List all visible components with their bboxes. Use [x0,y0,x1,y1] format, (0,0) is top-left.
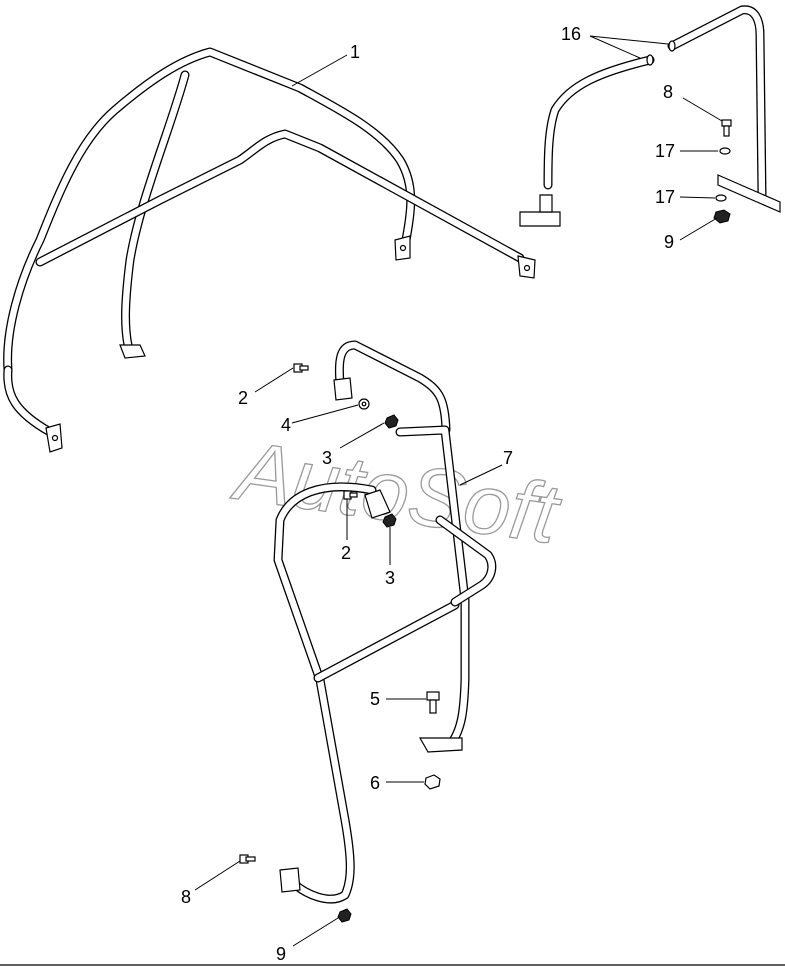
callout-2: 2 [341,543,351,563]
callout-17: 17 [655,141,675,161]
rear-frame-tab-mid [364,489,391,519]
callout-8: 8 [181,887,191,907]
callout-6: 6 [370,773,380,793]
callout-3: 3 [322,448,332,468]
callout-17: 17 [655,187,675,207]
nut-icon [384,414,399,429]
callout-9: 9 [276,944,286,964]
hardware [239,119,732,923]
bolt-icon [426,691,440,714]
callout-7: 7 [503,448,513,468]
callout-16: 16 [561,24,581,44]
callout-2: 2 [238,388,248,408]
rear-frame-foot-right [418,737,463,753]
callout-4: 4 [281,415,291,435]
bolt-icon [721,119,732,137]
nut-icon [382,513,397,528]
callout-8: 8 [663,82,673,102]
tube-base-plate-left [519,211,561,227]
callout-9: 9 [664,232,674,252]
rear-frame-part-7 [273,340,497,904]
washer-icon [715,194,727,202]
roll-frame-part-1 [3,47,536,453]
bolt-icon [239,854,256,864]
washer-icon [719,147,731,155]
nut-icon [424,774,441,790]
nut-icon [337,908,352,923]
frame-mount-tab-center [119,344,146,359]
bolt-icon [293,363,309,373]
rear-frame-foot-left [279,867,301,893]
bent-tube-part-16 [519,5,781,227]
callout-5: 5 [370,689,380,709]
callout-labels: 1 16 8 17 17 9 2 4 3 7 2 3 5 6 8 9 [181,24,675,964]
nut-icon [713,209,731,224]
leader-lines [194,35,723,947]
callout-1: 1 [350,42,360,62]
callout-3: 3 [385,568,395,588]
tube-base-plate-right [717,174,781,213]
rear-frame-tab-top [333,377,353,401]
